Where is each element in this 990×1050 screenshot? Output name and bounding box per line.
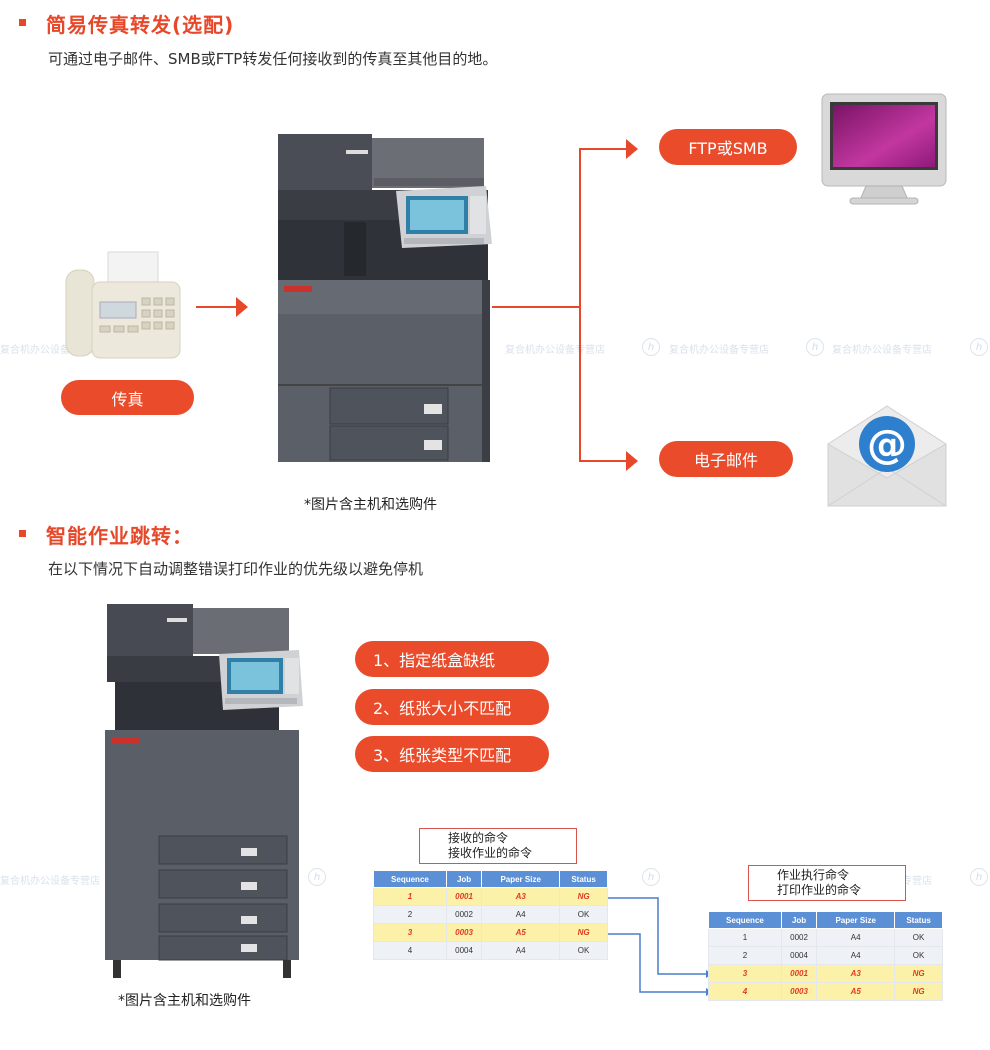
email-envelope-icon: @ — [826, 398, 948, 510]
executed-command-box: 作业执行命令 打印作业的命令 — [748, 865, 906, 901]
section2-title: 智能作业跳转： — [46, 524, 193, 548]
cell: 4 — [373, 941, 447, 960]
section2-desc: 在以下情况下自动调整错误打印作业的优先级以避免停机 — [48, 560, 424, 578]
cell: 0002 — [445, 905, 483, 924]
cell: 0004 — [780, 946, 818, 965]
condition-item-2: 2、纸张大小不匹配 — [355, 689, 549, 725]
cell: 0001 — [445, 887, 483, 906]
section1-desc: 可通过电子邮件、SMB或FTP转发任何接收到的传真至其他目的地。 — [48, 50, 498, 68]
watermark-logo-icon: h — [970, 338, 988, 356]
col-header-status: Status — [559, 870, 608, 888]
cell: A5 — [816, 982, 896, 1001]
cell: 1 — [708, 928, 782, 947]
table-header-row: Sequence Job Paper Size Status — [373, 870, 608, 888]
cell: OK — [559, 905, 608, 924]
table-row: 2 0004 A4 OK — [708, 946, 943, 965]
watermark-logo-icon: h — [806, 338, 824, 356]
col-header-status: Status — [894, 911, 943, 929]
received-box-line-1: 接收的命令 — [448, 831, 509, 845]
table-row: 1 0001 A3 NG — [373, 887, 608, 906]
cell: A3 — [481, 887, 561, 906]
cell: 2 — [373, 905, 447, 924]
col-header-paper-size: Paper Size — [481, 870, 561, 888]
watermark-logo-icon: h — [970, 868, 988, 886]
cell: NG — [559, 887, 608, 906]
cell: 0003 — [445, 923, 483, 942]
email-label: 电子邮件 — [659, 441, 793, 477]
cell: OK — [894, 928, 943, 947]
condition-item-3: 3、纸张类型不匹配 — [355, 736, 549, 772]
cell: 0002 — [780, 928, 818, 947]
watermark-logo-icon: h — [642, 338, 660, 356]
arrow-right-icon — [626, 451, 638, 471]
branch-line — [492, 306, 580, 308]
cell: 0001 — [780, 964, 818, 983]
svg-text:@: @ — [867, 422, 907, 468]
cell: A3 — [816, 964, 896, 983]
table-header-row: Sequence Job Paper Size Status — [708, 911, 943, 929]
cell: OK — [894, 946, 943, 965]
reorder-arrows — [608, 897, 712, 996]
executed-box-line-1: 作业执行命令 — [777, 868, 850, 882]
branch-line-vertical — [579, 148, 581, 462]
col-header-sequence: Sequence — [373, 870, 447, 888]
fax-machine-icon — [62, 250, 184, 362]
table-row: 1 0002 A4 OK — [708, 928, 943, 947]
cell: NG — [894, 964, 943, 983]
arrow-right-icon — [626, 139, 638, 159]
received-command-box: 接收的命令 接收作业的命令 — [419, 828, 577, 864]
cell: 1 — [373, 887, 447, 906]
received-box-line-2: 接收作业的命令 — [448, 846, 533, 860]
monitor-icon — [820, 92, 948, 210]
cell: 3 — [373, 923, 447, 942]
table-row: 4 0004 A4 OK — [373, 941, 608, 960]
section2-caption: *图片含主机和选购件 — [118, 993, 251, 1009]
ftp-smb-label: FTP或SMB — [659, 129, 797, 165]
condition-item-1: 1、指定纸盒缺纸 — [355, 641, 549, 677]
col-header-job: Job — [445, 870, 483, 888]
table-row: 3 0003 A5 NG — [373, 923, 608, 942]
cell: 4 — [708, 982, 782, 1001]
executed-box-line-2: 打印作业的命令 — [777, 883, 862, 897]
section1-bullet — [19, 19, 26, 26]
executed-jobs-table: Sequence Job Paper Size Status 1 0002 A4… — [708, 911, 943, 1001]
table-row: 4 0003 A5 NG — [708, 982, 943, 1001]
cell: A5 — [481, 923, 561, 942]
arrow-right-icon — [236, 297, 248, 317]
section2-bullet — [19, 530, 26, 537]
watermark-text: 复合机办公设备专营店 — [0, 876, 100, 887]
cell: A4 — [816, 946, 896, 965]
cell: OK — [559, 941, 608, 960]
cell: A4 — [816, 928, 896, 947]
watermark-text: 复合机办公设备专营店 — [505, 345, 605, 356]
watermark-logo-icon: h — [642, 868, 660, 886]
watermark-text: 复合机办公设备专营店 — [669, 345, 769, 356]
received-jobs-table: Sequence Job Paper Size Status 1 0001 A3… — [373, 870, 608, 960]
col-header-sequence: Sequence — [708, 911, 782, 929]
col-header-paper-size: Paper Size — [816, 911, 896, 929]
printer-icon — [274, 130, 494, 465]
cell: 0004 — [445, 941, 483, 960]
printer-icon — [103, 600, 303, 985]
section1-caption: *图片含主机和选购件 — [304, 497, 437, 513]
table-row: 2 0002 A4 OK — [373, 905, 608, 924]
section1-title: 简易传真转发(选配) — [46, 13, 235, 37]
branch-line-top — [579, 148, 629, 150]
watermark-logo-icon: h — [308, 868, 326, 886]
branch-line-bottom — [579, 460, 629, 462]
col-header-job: Job — [780, 911, 818, 929]
arrow-line — [196, 306, 238, 308]
cell: 2 — [708, 946, 782, 965]
cell: A4 — [481, 905, 561, 924]
cell: NG — [894, 982, 943, 1001]
cell: NG — [559, 923, 608, 942]
watermark-text: 复合机办公设备专营店 — [832, 345, 932, 356]
cell: 0003 — [780, 982, 818, 1001]
fax-label: 传真 — [61, 380, 194, 415]
table-row: 3 0001 A3 NG — [708, 964, 943, 983]
watermark-text: 复合机办公设备专营店 — [0, 345, 100, 356]
cell: A4 — [481, 941, 561, 960]
cell: 3 — [708, 964, 782, 983]
